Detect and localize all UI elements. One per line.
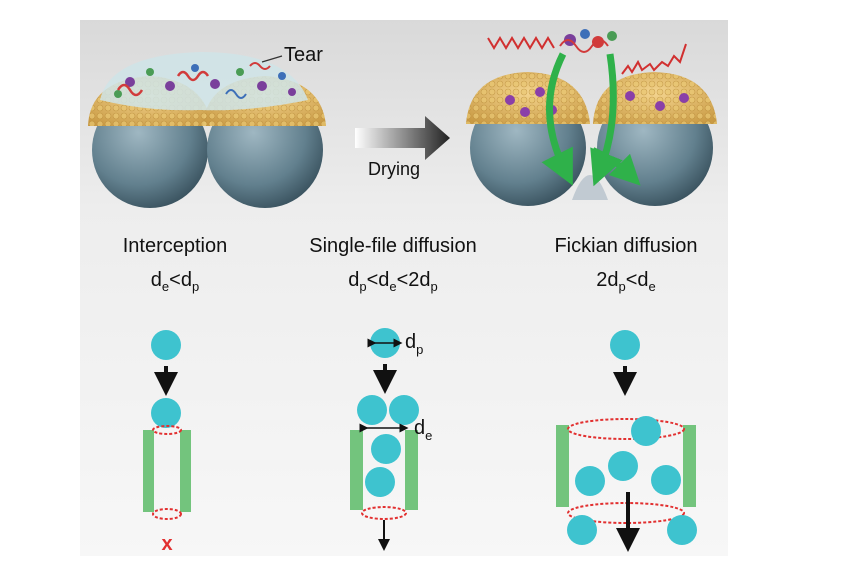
tear-film — [100, 52, 308, 111]
particle — [610, 330, 640, 360]
fickian-diagram — [556, 330, 697, 552]
column-1-title: Interception — [123, 235, 228, 257]
column-1-header: Interception de<dp — [123, 235, 228, 294]
column-3-condition: 2dp<de — [596, 269, 656, 294]
particle — [365, 467, 395, 497]
red-squiggle-right — [621, 43, 687, 75]
particle-blocked — [151, 398, 181, 428]
column-3-header: Fickian diffusion 2dp<de — [554, 235, 697, 294]
particle — [575, 466, 605, 496]
particle — [651, 465, 681, 495]
pore-wall-right — [683, 425, 696, 507]
pore-wall-left — [143, 430, 154, 512]
de-label: de — [414, 417, 432, 443]
interception-diagram: x — [143, 330, 191, 555]
pore-wall-left — [350, 430, 363, 510]
pore-ring-top — [567, 418, 685, 440]
pore-ring-bottom — [361, 506, 407, 520]
green-flow-arrow-left — [541, 52, 573, 186]
pore-wall-right — [180, 430, 191, 512]
particle — [151, 330, 181, 360]
particle — [357, 395, 387, 425]
particle — [631, 416, 661, 446]
pore-wall-left — [556, 425, 569, 507]
dried-beads-illustration — [466, 29, 717, 206]
particle — [608, 451, 638, 481]
red-squiggle-left — [487, 36, 555, 50]
dp-label: dp — [405, 331, 423, 357]
column-2-condition: dp<de<2dp — [348, 269, 438, 294]
column-3-title: Fickian diffusion — [554, 235, 697, 257]
particle — [567, 515, 597, 545]
tear-leader-line — [261, 55, 283, 63]
column-1-condition: de<dp — [151, 269, 199, 294]
drying-arrow-shape — [355, 116, 450, 160]
pore-ring-top — [152, 425, 182, 435]
pore-ring-bottom — [152, 508, 182, 520]
protein-cluster — [559, 29, 617, 53]
blocked-cross-icon: x — [161, 533, 172, 555]
particle — [371, 434, 401, 464]
pore-wall-right — [405, 430, 418, 510]
tear-label: Tear — [284, 44, 323, 66]
drying-label: Drying — [368, 159, 420, 179]
column-2-header: Single-file diffusion dp<de<2dp — [309, 235, 477, 294]
particle — [667, 515, 697, 545]
wet-beads-illustration: Tear — [88, 44, 326, 208]
particle — [389, 395, 419, 425]
column-2-title: Single-file diffusion — [309, 235, 477, 257]
single-file-diagram: dp de — [350, 328, 432, 551]
green-flow-arrow-right — [590, 53, 623, 187]
drying-arrow: Drying — [355, 116, 450, 179]
tear-proteins — [114, 62, 296, 99]
